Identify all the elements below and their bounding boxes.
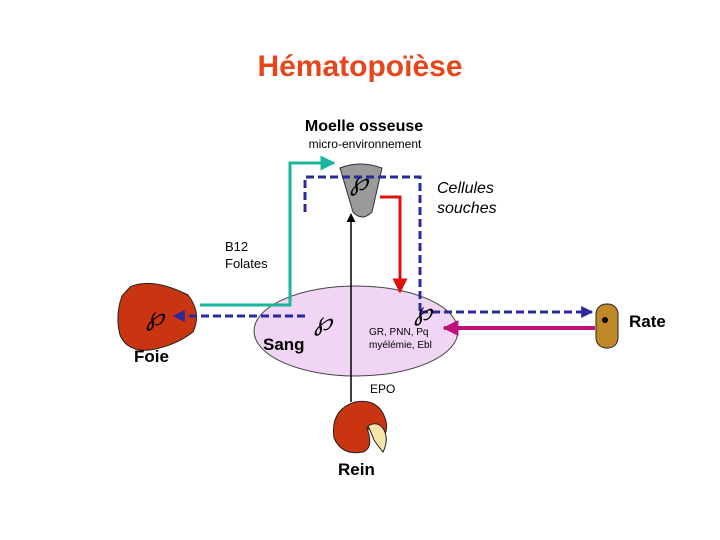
teal-arrow bbox=[200, 155, 336, 307]
label-rate: Rate bbox=[629, 312, 666, 331]
label-cellules-line2: souches bbox=[437, 200, 497, 217]
label-b12-folates: B12 Folates bbox=[225, 238, 268, 272]
label-sang: Sang bbox=[263, 335, 305, 354]
page-title: Hématopoïèse bbox=[257, 50, 463, 83]
label-b12: B12 bbox=[225, 239, 249, 254]
label-blood-markers: GR, PNN, Pq myélémie, Ebl bbox=[369, 326, 432, 352]
label-moelle-osseuse: Moelle osseuse bbox=[304, 118, 424, 135]
cell-glyph-marrow: ℘ bbox=[350, 167, 370, 197]
liver-organ bbox=[117, 282, 198, 351]
label-folates: Folates bbox=[225, 256, 268, 271]
label-micro-environnement: micro-environnement bbox=[308, 137, 422, 151]
spleen-organ bbox=[595, 303, 619, 349]
cell-glyph-blood: ℘ bbox=[314, 307, 334, 337]
label-epo: EPO bbox=[370, 382, 396, 396]
label-foie: Foie bbox=[134, 347, 169, 366]
ureter bbox=[367, 423, 387, 453]
label-markers-line1: GR, PNN, Pq bbox=[369, 327, 429, 338]
label-markers-line2: myélémie, Ebl bbox=[369, 340, 432, 351]
navy-dashed-path bbox=[303, 175, 422, 312]
red-arrow bbox=[380, 195, 408, 294]
kidney-organ bbox=[332, 400, 388, 454]
label-rein: Rein bbox=[338, 460, 375, 479]
cell-glyph-liver: ℘ bbox=[146, 302, 166, 332]
label-cellules-line1: Cellules bbox=[437, 180, 494, 197]
spleen-dot bbox=[602, 317, 608, 323]
cell-glyph-blood-right: ℘ bbox=[414, 297, 434, 327]
label-cellules-souches: Cellules souches bbox=[437, 179, 497, 219]
